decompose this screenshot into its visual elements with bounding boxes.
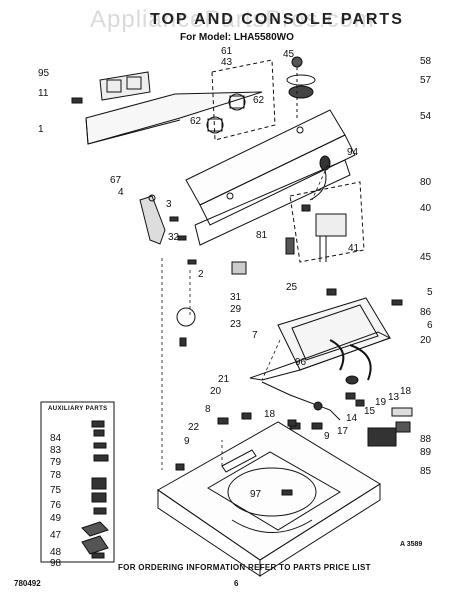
hinge-bar-part	[261, 381, 341, 421]
end-cap-bracket-part	[139, 194, 179, 245]
callout-17: 17	[337, 426, 349, 437]
callout-96: 96	[295, 357, 307, 368]
callout-95: 95	[38, 68, 50, 79]
cabinet-top-part	[157, 421, 381, 577]
screws-32-2	[177, 235, 197, 265]
callout-89: 89	[420, 447, 432, 458]
callout-97: 97	[250, 489, 262, 500]
callout-57: 57	[420, 75, 432, 86]
callout-20: 20	[420, 335, 432, 346]
screw-part-45	[326, 288, 337, 296]
callout-25: 25	[286, 282, 298, 293]
screw-part-97	[281, 489, 293, 496]
callout-32: 32	[168, 232, 180, 243]
callout-15: 15	[364, 406, 376, 417]
callout-9: 9	[324, 431, 330, 442]
art-number: A 3589	[400, 541, 423, 548]
callout-2: 2	[198, 269, 204, 280]
fuse-part	[285, 237, 295, 255]
callout-29: 29	[230, 304, 242, 315]
console-panel-part	[85, 91, 263, 145]
lid-assembly-part	[249, 297, 392, 381]
auxiliary-parts-labels: 84 83 79 78 75 76 49 47 48 98	[50, 433, 62, 569]
watermark: AppliancePartsPros.com	[90, 6, 375, 33]
callout-18: 18	[400, 386, 412, 397]
switch-group-box	[206, 59, 276, 141]
callout-45: 45	[420, 252, 432, 263]
model-label: For Model: LHA5580WO	[180, 32, 294, 43]
callout-41: 41	[348, 243, 360, 254]
footer-code: 780492	[14, 579, 41, 588]
callout-4: 4	[118, 187, 124, 198]
auxiliary-parts-icons	[81, 420, 109, 559]
aux-callout-98: 98	[50, 558, 62, 569]
callout-9: 9	[184, 436, 190, 447]
lid-switch-part	[176, 261, 247, 347]
callout-45: 45	[283, 49, 295, 60]
panel-insert-part	[99, 71, 151, 101]
diagram-title: TOP AND CONSOLE PARTS	[150, 11, 404, 28]
aux-callout-75: 75	[50, 485, 62, 496]
callout-81: 81	[256, 230, 268, 241]
callout-62: 62	[190, 116, 202, 127]
callout-22: 22	[188, 422, 200, 433]
aux-callout-78: 78	[50, 470, 62, 481]
callout-80: 80	[420, 177, 432, 188]
page-number: 6	[234, 579, 239, 588]
auxiliary-parts-title: AUXILIARY PARTS	[48, 406, 108, 412]
callout-62: 62	[253, 95, 265, 106]
plug-part	[309, 155, 331, 201]
callout-14: 14	[346, 413, 358, 424]
callout-43: 43	[221, 57, 233, 68]
callout-67: 67	[110, 175, 122, 186]
timer-group-box	[289, 181, 365, 263]
callout-5: 5	[427, 287, 433, 298]
aux-callout-83: 83	[50, 445, 62, 456]
callout-86: 86	[420, 307, 432, 318]
callout-11: 11	[38, 88, 49, 99]
screw-part-11	[71, 97, 83, 104]
screw-part-5	[391, 299, 403, 306]
callout-21: 21	[218, 374, 230, 385]
aux-callout-79: 79	[50, 457, 62, 468]
aux-callout-49: 49	[50, 513, 62, 524]
aux-callout-84: 84	[50, 433, 62, 444]
console-housing-part	[185, 109, 356, 246]
callout-61: 61	[221, 46, 233, 57]
callout-85: 85	[420, 466, 432, 477]
callout-88: 88	[420, 434, 432, 445]
callout-labels: 95 11 1 61 43 62 62 45 58 57 54 94 67 4 …	[38, 46, 433, 500]
callout-8: 8	[205, 404, 211, 415]
callout-94: 94	[347, 147, 359, 158]
callout-7: 7	[252, 330, 258, 341]
aux-callout-76: 76	[50, 500, 62, 511]
callout-54: 54	[420, 111, 432, 122]
callout-13: 13	[388, 392, 400, 403]
knob-assembly-part	[286, 56, 316, 120]
callout-19: 19	[375, 397, 387, 408]
switch-assembly-parts	[367, 407, 413, 447]
callout-23: 23	[230, 319, 242, 330]
callout-31: 31	[230, 292, 242, 303]
aux-callout-47: 47	[50, 530, 62, 541]
clip-parts-9	[175, 419, 297, 471]
leader-lines	[161, 159, 331, 470]
callout-20: 20	[210, 386, 222, 397]
small-hardware-parts	[345, 375, 365, 407]
callout-18: 18	[264, 409, 276, 420]
callout-40: 40	[420, 203, 432, 214]
callout-6: 6	[427, 320, 433, 331]
callout-3: 3	[166, 199, 172, 210]
hinge-part	[329, 339, 372, 381]
aux-callout-48: 48	[50, 547, 62, 558]
auxiliary-parts-box	[40, 401, 115, 563]
ordering-note: FOR ORDERING INFORMATION REFER TO PARTS …	[118, 563, 371, 572]
callout-58: 58	[420, 56, 432, 67]
callout-1: 1	[38, 124, 44, 135]
